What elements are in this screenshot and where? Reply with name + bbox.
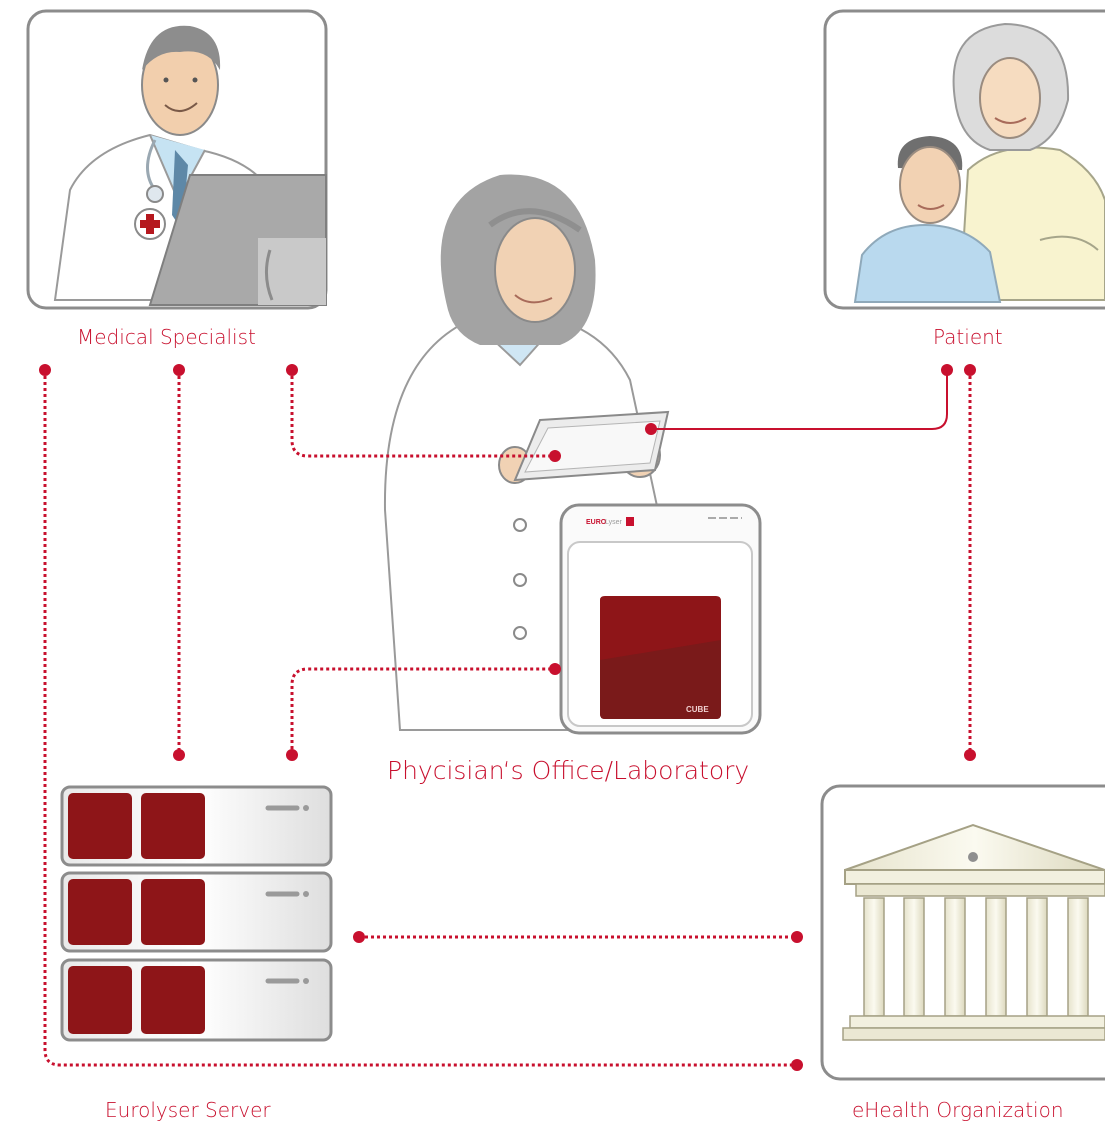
connector-dots [39,364,976,1071]
building-icon [842,823,1105,1041]
label-eurolyser-server: Eurolyser Server [105,1098,271,1122]
device-model: CUBE [686,705,709,714]
device-brand-suffix: Lyser [605,519,623,526]
ehealth-card[interactable] [820,784,1105,1081]
doctor-icon [53,25,327,306]
server-icon[interactable] [60,785,333,1042]
link-server-ehealth-bottom [43,370,797,1067]
connectors [43,370,972,1067]
analyzer-icon[interactable]: EURO Lyser CUBE [559,503,762,735]
label-medical-specialist: Medical Specialist [77,325,256,349]
medical-specialist-card[interactable] [26,9,328,310]
device-brand: EURO [586,519,607,526]
link-tablet-patient [651,370,948,430]
patient-card[interactable] [823,9,1105,310]
label-patient: Patient [933,325,1003,349]
label-ehealth-organization: eHealth Organization [852,1098,1064,1122]
patients-icon [853,22,1105,303]
label-physician-office: Phycisian‘s Office/Laboratory [387,756,750,785]
